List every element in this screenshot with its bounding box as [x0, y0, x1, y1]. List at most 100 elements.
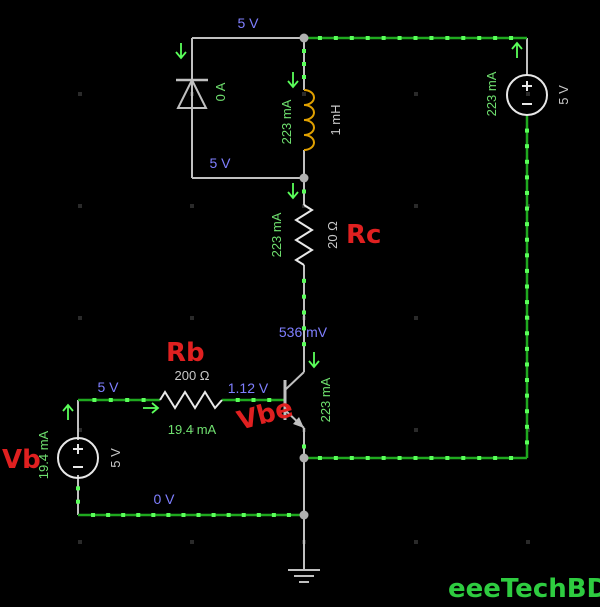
current-dot [302, 444, 306, 449]
source-circle [506, 74, 548, 116]
transistor[interactable] [283, 360, 305, 435]
current-dot [317, 36, 322, 40]
current-dot [525, 128, 529, 133]
current-dot [525, 440, 529, 445]
current-dot [477, 36, 482, 40]
current-collector-label: 223 mA [318, 377, 333, 422]
current-dot [302, 342, 306, 347]
current-dot [461, 36, 466, 40]
current-vb-label: 19.4 mA [36, 430, 51, 479]
current-dot [525, 315, 529, 320]
current-dot [226, 513, 231, 517]
diode[interactable] [176, 77, 208, 109]
current-dot [91, 513, 96, 517]
current-dot [211, 513, 216, 517]
grid-dot [190, 316, 194, 320]
current-dot [141, 398, 146, 402]
current-dot [525, 346, 529, 351]
current-dot [106, 513, 111, 517]
current-dot [317, 456, 322, 460]
current-dot [302, 278, 306, 283]
vb-value-label: 5 V [108, 448, 123, 468]
node-mid [299, 173, 309, 183]
current-dot [525, 362, 529, 367]
grid-dot [78, 540, 82, 544]
current-rc-label: 223 mA [269, 212, 284, 257]
current-dot [302, 49, 306, 53]
vb-voltage-source[interactable] [57, 437, 99, 479]
current-dot [125, 398, 130, 402]
arrow-down-icon [175, 43, 187, 60]
brand-watermark: eeeTechBD [448, 574, 600, 604]
current-dot [302, 294, 306, 299]
vb-annotation: Vb [2, 445, 41, 475]
current-dot [121, 513, 126, 517]
rc-resistor[interactable] [294, 204, 314, 266]
grid-dot [190, 204, 194, 208]
voltage-ground-label: 0 V [153, 491, 175, 507]
inductor[interactable] [303, 89, 315, 151]
arrow-down-icon [308, 352, 320, 369]
grid-dot [414, 316, 418, 320]
arrow-up-icon [511, 41, 523, 58]
current-dot [365, 456, 370, 460]
voltage-inductor-bottom-label: 5 V [209, 155, 231, 171]
grid-dot [78, 316, 82, 320]
current-dot [525, 237, 529, 242]
voltage-base-label: 1.12 V [228, 380, 269, 396]
current-dot [525, 268, 529, 273]
inductor-value-label: 1 mH [328, 104, 343, 135]
current-arrows [62, 41, 523, 420]
current-dot [525, 393, 529, 398]
current-dot [92, 398, 97, 402]
rb-annotation: Rb [166, 338, 205, 368]
current-dot [302, 310, 306, 315]
grid-dot [78, 92, 82, 96]
current-dot [525, 331, 529, 336]
current-dot [525, 409, 529, 414]
current-dot [525, 253, 529, 258]
right-voltage-source[interactable] [506, 74, 548, 116]
voltage-base-left-label: 5 V [97, 379, 119, 395]
grid-dot [414, 540, 418, 544]
grid-dot [526, 92, 530, 96]
current-dot [445, 36, 450, 40]
current-dot [525, 190, 529, 195]
current-dot [525, 378, 529, 383]
grid-dot [190, 540, 194, 544]
current-rb-label: 19.4 mA [168, 422, 217, 437]
current-dot [76, 499, 80, 504]
current-dot [136, 513, 141, 517]
current-dot [525, 175, 529, 180]
transistor-collector [284, 371, 305, 391]
grid-dot [414, 204, 418, 208]
current-dot [151, 513, 156, 517]
current-dot [493, 36, 498, 40]
current-dot [493, 456, 498, 460]
grid-dot [78, 428, 82, 432]
source-circle [57, 437, 99, 479]
current-dots [76, 36, 529, 517]
current-dot [429, 456, 434, 460]
current-dot [525, 300, 529, 305]
node-ground-rail [299, 510, 309, 520]
current-dot [241, 513, 246, 517]
current-dot [302, 326, 306, 331]
rb-resistor[interactable] [159, 390, 223, 410]
current-dot [166, 513, 171, 517]
current-dot [349, 456, 354, 460]
current-dot [413, 36, 418, 40]
emitter-arrow-icon [293, 417, 304, 428]
current-dot [461, 456, 466, 460]
current-dot [381, 36, 386, 40]
voltage-top-label: 5 V [237, 15, 259, 31]
grid-dot [302, 92, 306, 96]
voltage-collector-label: 536 mV [279, 324, 328, 340]
current-diode-label: 0 A [213, 82, 228, 101]
current-dot [413, 456, 418, 460]
rc-annotation: Rc [346, 220, 381, 250]
arrow-down-icon [287, 183, 299, 200]
current-dot [235, 398, 240, 402]
current-dot [302, 62, 306, 66]
